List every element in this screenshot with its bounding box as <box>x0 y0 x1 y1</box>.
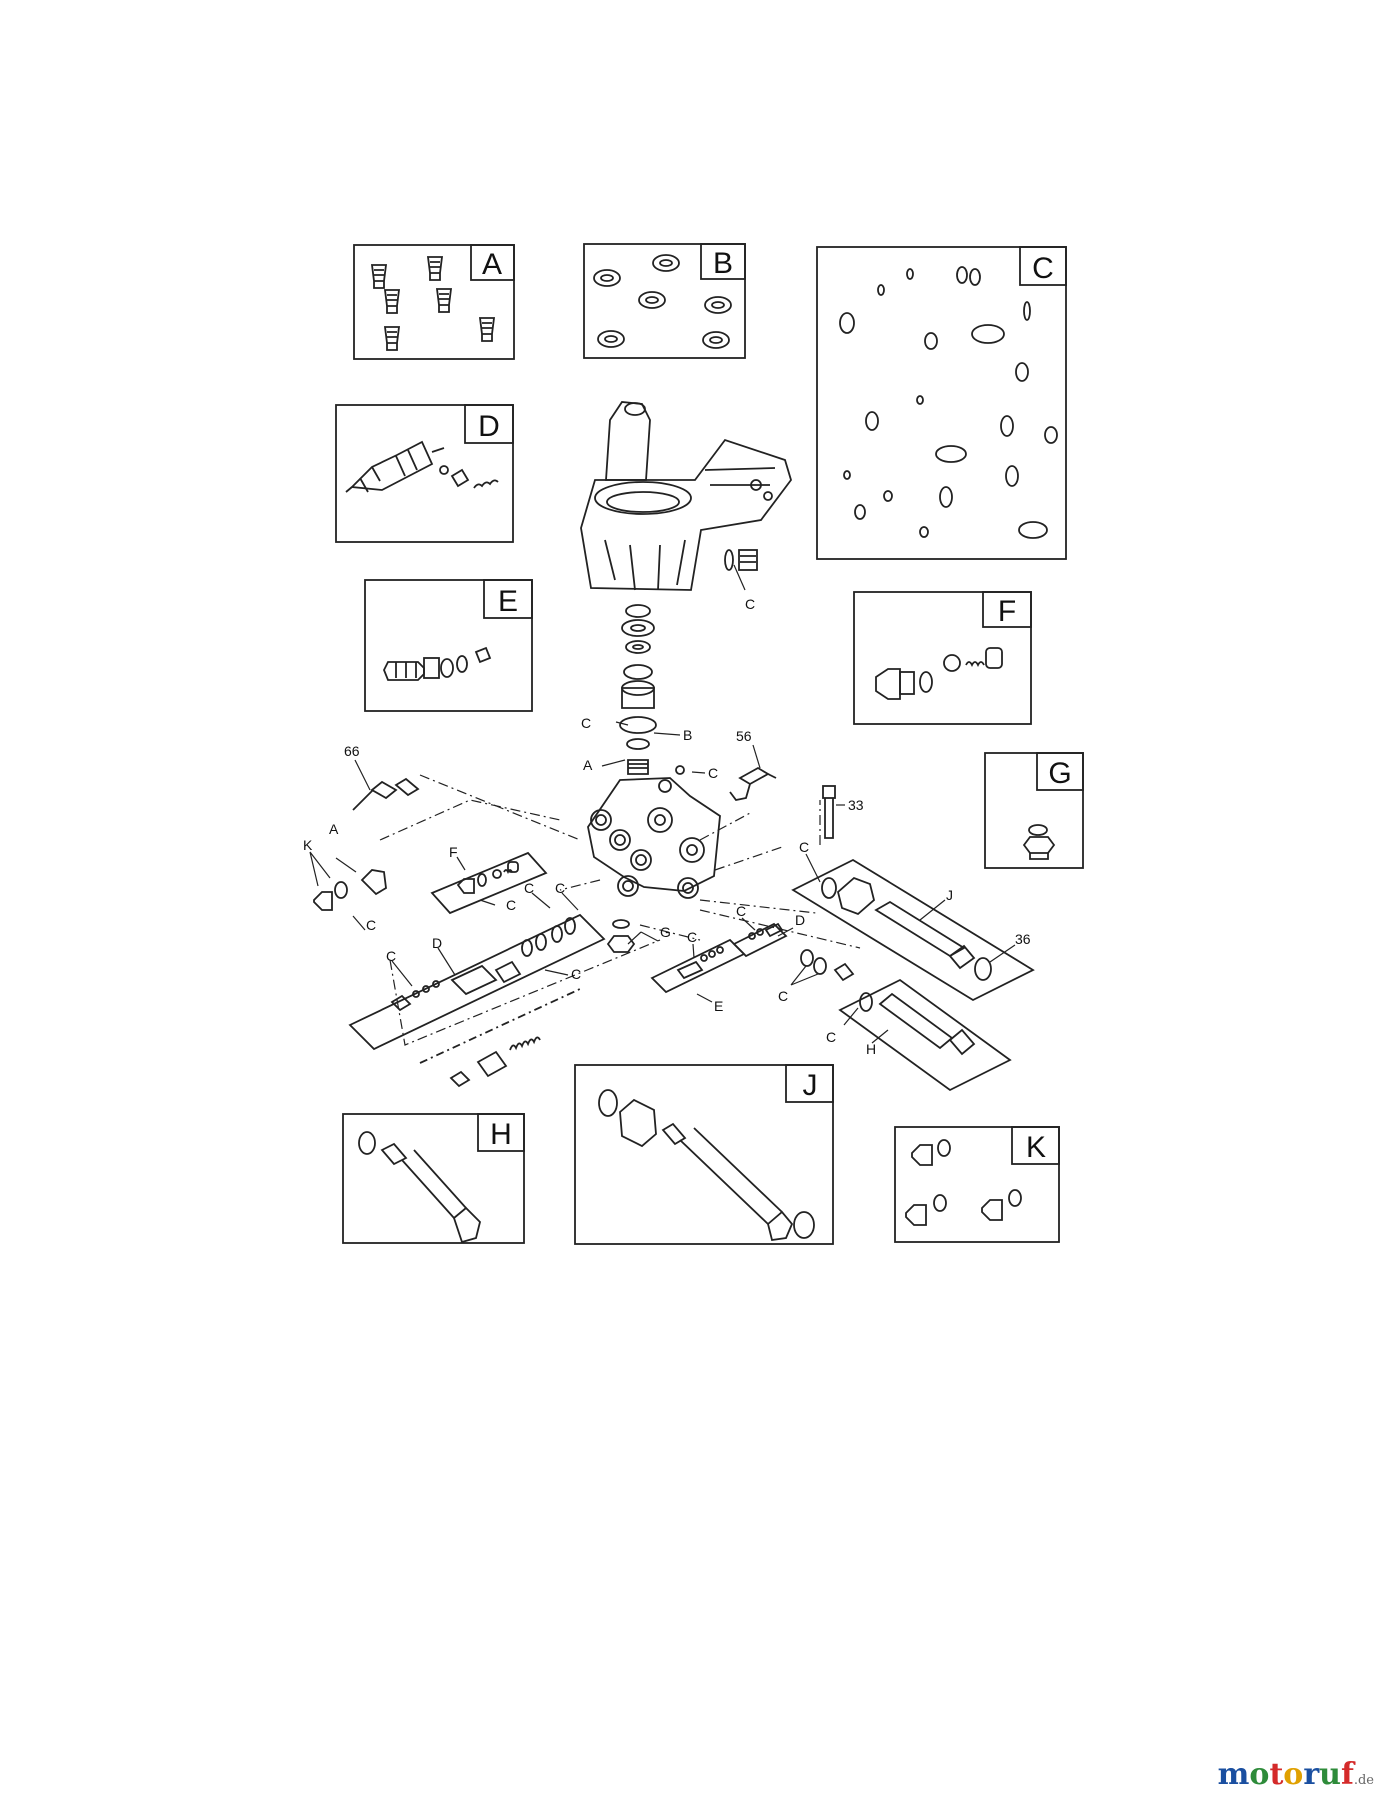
pump-manifold <box>587 777 721 899</box>
callout-c-ring: C <box>581 715 591 731</box>
kit-h-subassembly <box>838 978 1012 1092</box>
callout-c-d3: C <box>386 948 396 964</box>
outlet-fitting-icon <box>598 1089 815 1242</box>
callout-b: B <box>683 727 692 743</box>
kit-k-box: K <box>894 1126 1060 1243</box>
kit-h-box: H <box>342 1113 525 1244</box>
watermark-brand: motoruf <box>1218 1757 1354 1792</box>
kit-c-label: C <box>1032 252 1054 285</box>
callout-a-top: A <box>583 757 593 773</box>
kit-b-box: B <box>583 243 746 359</box>
watermark-letter: m <box>1217 1757 1250 1792</box>
callout-33: 33 <box>848 797 864 813</box>
watermark-letter: o <box>1283 1757 1304 1792</box>
assembly-guide-lines <box>379 774 861 1046</box>
callout-c-left: C <box>366 917 376 933</box>
callout-j: J <box>946 887 953 903</box>
kit-f-subassembly <box>430 851 548 915</box>
watermark-logo: motoruf.de <box>1218 1757 1374 1792</box>
part-66-sensor <box>352 777 420 811</box>
callout-c-j: C <box>799 839 809 855</box>
sight-plug <box>724 549 758 571</box>
kit-d-label: D <box>478 410 500 443</box>
kit-e-subassembly <box>650 938 746 994</box>
callout-g: G <box>660 924 671 940</box>
callout-c-f: C <box>506 897 516 913</box>
callout-labels: C C B A C 56 33 66 A K C F C C C C D C G… <box>303 596 1031 1057</box>
kit-g-subassembly <box>606 919 636 953</box>
o-rings-middle <box>800 949 855 982</box>
kit-a-box: A <box>353 244 515 360</box>
callout-c-e: C <box>687 929 697 945</box>
kit-d-box: D <box>335 404 514 543</box>
kit-e-box: E <box>364 579 533 712</box>
kit-c-box: C <box>816 246 1067 560</box>
seal-icon <box>593 254 732 349</box>
callout-a-left: A <box>329 821 339 837</box>
kit-k-label: K <box>1026 1131 1046 1164</box>
callout-h: H <box>866 1041 876 1057</box>
kit-e-label: E <box>498 585 518 618</box>
watermark-letter: f <box>1340 1757 1354 1792</box>
watermark-letter: o <box>1249 1757 1270 1792</box>
callout-d-right: D <box>795 912 805 928</box>
part-56-fitting <box>729 766 777 801</box>
callout-36: 36 <box>1015 931 1031 947</box>
kit-j-box: J <box>574 1064 834 1245</box>
watermark-letter: r <box>1303 1757 1320 1792</box>
kit-d-subassembly <box>348 913 606 1088</box>
kit-h-label: H <box>490 1118 512 1151</box>
watermark-letter: u <box>1319 1757 1341 1792</box>
piston-stack <box>619 604 685 775</box>
callout-c-d1: C <box>524 880 534 896</box>
kit-j-label: J <box>803 1069 818 1102</box>
callout-c-d2: C <box>555 880 565 896</box>
pump-crankcase <box>580 401 792 591</box>
callout-leaders <box>309 564 1016 1044</box>
kit-f-box: F <box>853 591 1032 725</box>
valve-icon <box>370 256 496 351</box>
part-33-bolt <box>822 785 836 839</box>
watermark-tld: .de <box>1353 1773 1374 1788</box>
plug-icon <box>905 1139 1022 1226</box>
kit-f-label: F <box>998 595 1016 628</box>
kit-g-box: G <box>984 752 1084 869</box>
callout-c-dr: C <box>736 903 746 919</box>
callout-c-ball: C <box>708 765 718 781</box>
kit-a-label: A <box>482 248 502 281</box>
plug-valve-icon <box>875 647 1003 700</box>
callout-d-left: D <box>432 935 442 951</box>
watermark-letter: t <box>1269 1757 1284 1792</box>
callout-c-o: C <box>778 988 788 1004</box>
inlet-fitting-icon <box>358 1131 481 1244</box>
left-k-a-parts <box>313 869 387 911</box>
kit-g-label: G <box>1048 757 1071 790</box>
o-ring-icon <box>839 266 1058 539</box>
drain-plug-icon <box>1022 824 1056 860</box>
callout-c-h: C <box>826 1029 836 1045</box>
callout-56: 56 <box>736 728 752 744</box>
callout-k-left: K <box>303 837 313 853</box>
kit-j-subassembly <box>791 858 1035 1002</box>
callout-e: E <box>714 998 723 1014</box>
unloader-valve-icon <box>345 440 499 493</box>
kit-b-label: B <box>713 247 733 280</box>
callout-f-small: F <box>449 844 458 860</box>
check-valve-icon <box>383 646 492 681</box>
callout-66: 66 <box>344 743 360 759</box>
callout-c-d4: C <box>571 966 581 982</box>
callout-c-head: C <box>745 596 755 612</box>
